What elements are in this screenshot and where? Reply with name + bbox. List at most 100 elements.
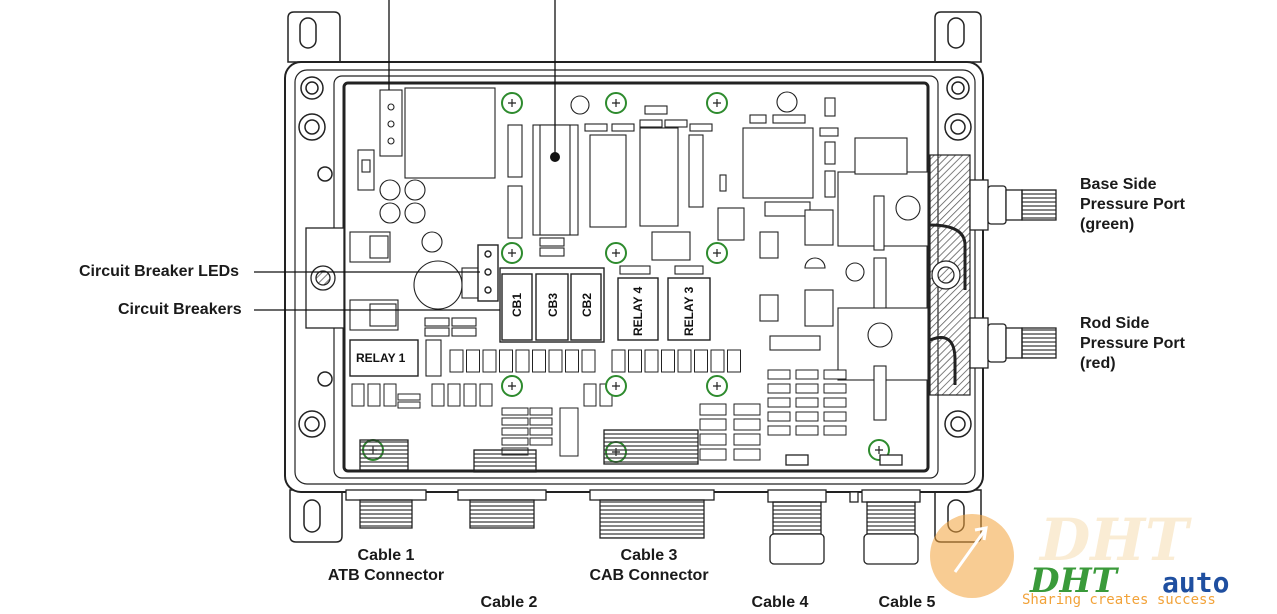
terminal-block xyxy=(795,383,819,394)
watermark-brand-main: DHT xyxy=(1029,561,1120,601)
terminal-block xyxy=(351,383,365,407)
terminal-block xyxy=(699,418,727,431)
terminal-block xyxy=(529,417,553,426)
terminal-block xyxy=(795,411,819,422)
relay3-label: RELAY 3 xyxy=(682,286,696,336)
terminal-block xyxy=(795,369,819,380)
cable-3-line-1: Cable 3 xyxy=(620,547,678,564)
terminal-block xyxy=(823,411,847,422)
terminal-block xyxy=(767,369,791,380)
circuit-breaker-leds-label: Circuit Breaker LEDs xyxy=(79,263,240,280)
terminal-block xyxy=(501,437,529,446)
callout-dot xyxy=(550,152,560,162)
terminal-block xyxy=(795,397,819,408)
mounting-post-cross xyxy=(612,382,620,390)
cable-4-label: Cable 4 xyxy=(730,593,830,613)
terminal-block xyxy=(581,349,596,373)
terminal-block xyxy=(823,383,847,394)
terminal-block xyxy=(529,437,553,446)
terminal-block xyxy=(767,425,791,436)
terminal-block xyxy=(529,407,553,416)
terminal-block xyxy=(397,393,421,401)
terminal-block xyxy=(699,403,727,416)
base-side-port-fitting xyxy=(969,179,1057,231)
cable-5-label: Cable 5 xyxy=(857,593,957,613)
mounting-post-cross xyxy=(612,99,620,107)
terminal-block xyxy=(482,349,497,373)
terminal-block xyxy=(449,349,464,373)
terminal-block xyxy=(501,427,529,436)
terminal-block xyxy=(795,425,819,436)
cb1-label: CB1 xyxy=(510,293,524,317)
terminal-block xyxy=(767,397,791,408)
terminal-block xyxy=(559,407,579,457)
terminal-block xyxy=(644,349,659,373)
cable-4-line-1: Cable 4 xyxy=(751,594,809,611)
cb2-label: CB2 xyxy=(580,293,594,317)
mounting-post-cross xyxy=(713,249,721,257)
terminal-block xyxy=(823,397,847,408)
cable-3-label: Cable 3 CAB Connector xyxy=(574,546,724,586)
cable-2-label: Cable 2 xyxy=(459,593,559,613)
base-side-line-1: Base Side xyxy=(1080,176,1157,193)
bottom-glands xyxy=(345,429,921,565)
watermark-faint-logo: DHT xyxy=(1038,506,1192,574)
base-side-port-label: Base Side Pressure Port (green) xyxy=(1080,175,1185,235)
terminal-block xyxy=(565,349,579,373)
terminal-block xyxy=(383,383,397,407)
mounting-post-cross xyxy=(508,99,516,107)
mounting-post-cross xyxy=(508,249,516,257)
terminal-block xyxy=(733,448,761,461)
board-components xyxy=(349,87,929,421)
cable-2-line-1: Cable 2 xyxy=(480,594,538,611)
terminal-block xyxy=(479,383,493,407)
terminal-block xyxy=(733,418,761,431)
terminal-block xyxy=(501,407,529,416)
mounting-post-cross xyxy=(713,382,721,390)
watermark-tagline: Sharing creates success xyxy=(1022,592,1216,608)
terminal-block xyxy=(501,417,529,426)
terminal-block xyxy=(463,383,477,407)
terminal-block xyxy=(583,383,597,407)
watermark-brand-suffix: auto xyxy=(1162,566,1229,599)
base-side-line-2: Pressure Port xyxy=(1080,196,1185,213)
terminal-block xyxy=(532,349,546,373)
terminal-block xyxy=(611,349,626,373)
circuit-breaker-block xyxy=(349,244,711,377)
terminal-block xyxy=(823,369,847,380)
right-sensor-block xyxy=(929,154,971,396)
cb3-label: CB3 xyxy=(546,293,560,317)
cable-1-label: Cable 1 ATB Connector xyxy=(316,546,456,586)
cable-3-line-2: CAB Connector xyxy=(589,567,709,584)
leader-lines xyxy=(254,0,556,311)
terminal-block xyxy=(694,349,708,373)
rod-side-line-3: (red) xyxy=(1080,355,1116,372)
terminal-block xyxy=(397,401,421,409)
terminal-block xyxy=(515,349,530,373)
terminal-block xyxy=(710,349,725,373)
base-side-line-3: (green) xyxy=(1080,216,1135,233)
mounting-post-cross xyxy=(508,382,516,390)
cable-1-line-2: ATB Connector xyxy=(327,567,445,584)
rod-side-line-1: Rod Side xyxy=(1080,315,1150,332)
cable-1-line-1: Cable 1 xyxy=(357,547,415,564)
terminal-block xyxy=(767,383,791,394)
watermark-logo: DHT DHT auto Sharing creates success xyxy=(930,506,1229,608)
mounting-post-cross xyxy=(713,99,721,107)
terminal-block xyxy=(529,427,553,436)
terminal-block xyxy=(733,403,761,416)
circuit-breakers-label: Circuit Breakers xyxy=(118,301,242,318)
rod-side-port-fitting xyxy=(969,317,1057,369)
terminal-block xyxy=(661,349,675,373)
left-side-fitting xyxy=(305,227,345,329)
rod-side-line-2: Pressure Port xyxy=(1080,335,1185,352)
terminal-block xyxy=(733,433,761,446)
terminal-block xyxy=(499,349,513,373)
terminal-block xyxy=(767,411,791,422)
terminal-block xyxy=(367,383,381,407)
terminal-block xyxy=(699,448,727,461)
terminal-block xyxy=(431,383,445,407)
terminal-block xyxy=(823,425,847,436)
terminal-block xyxy=(699,433,727,446)
